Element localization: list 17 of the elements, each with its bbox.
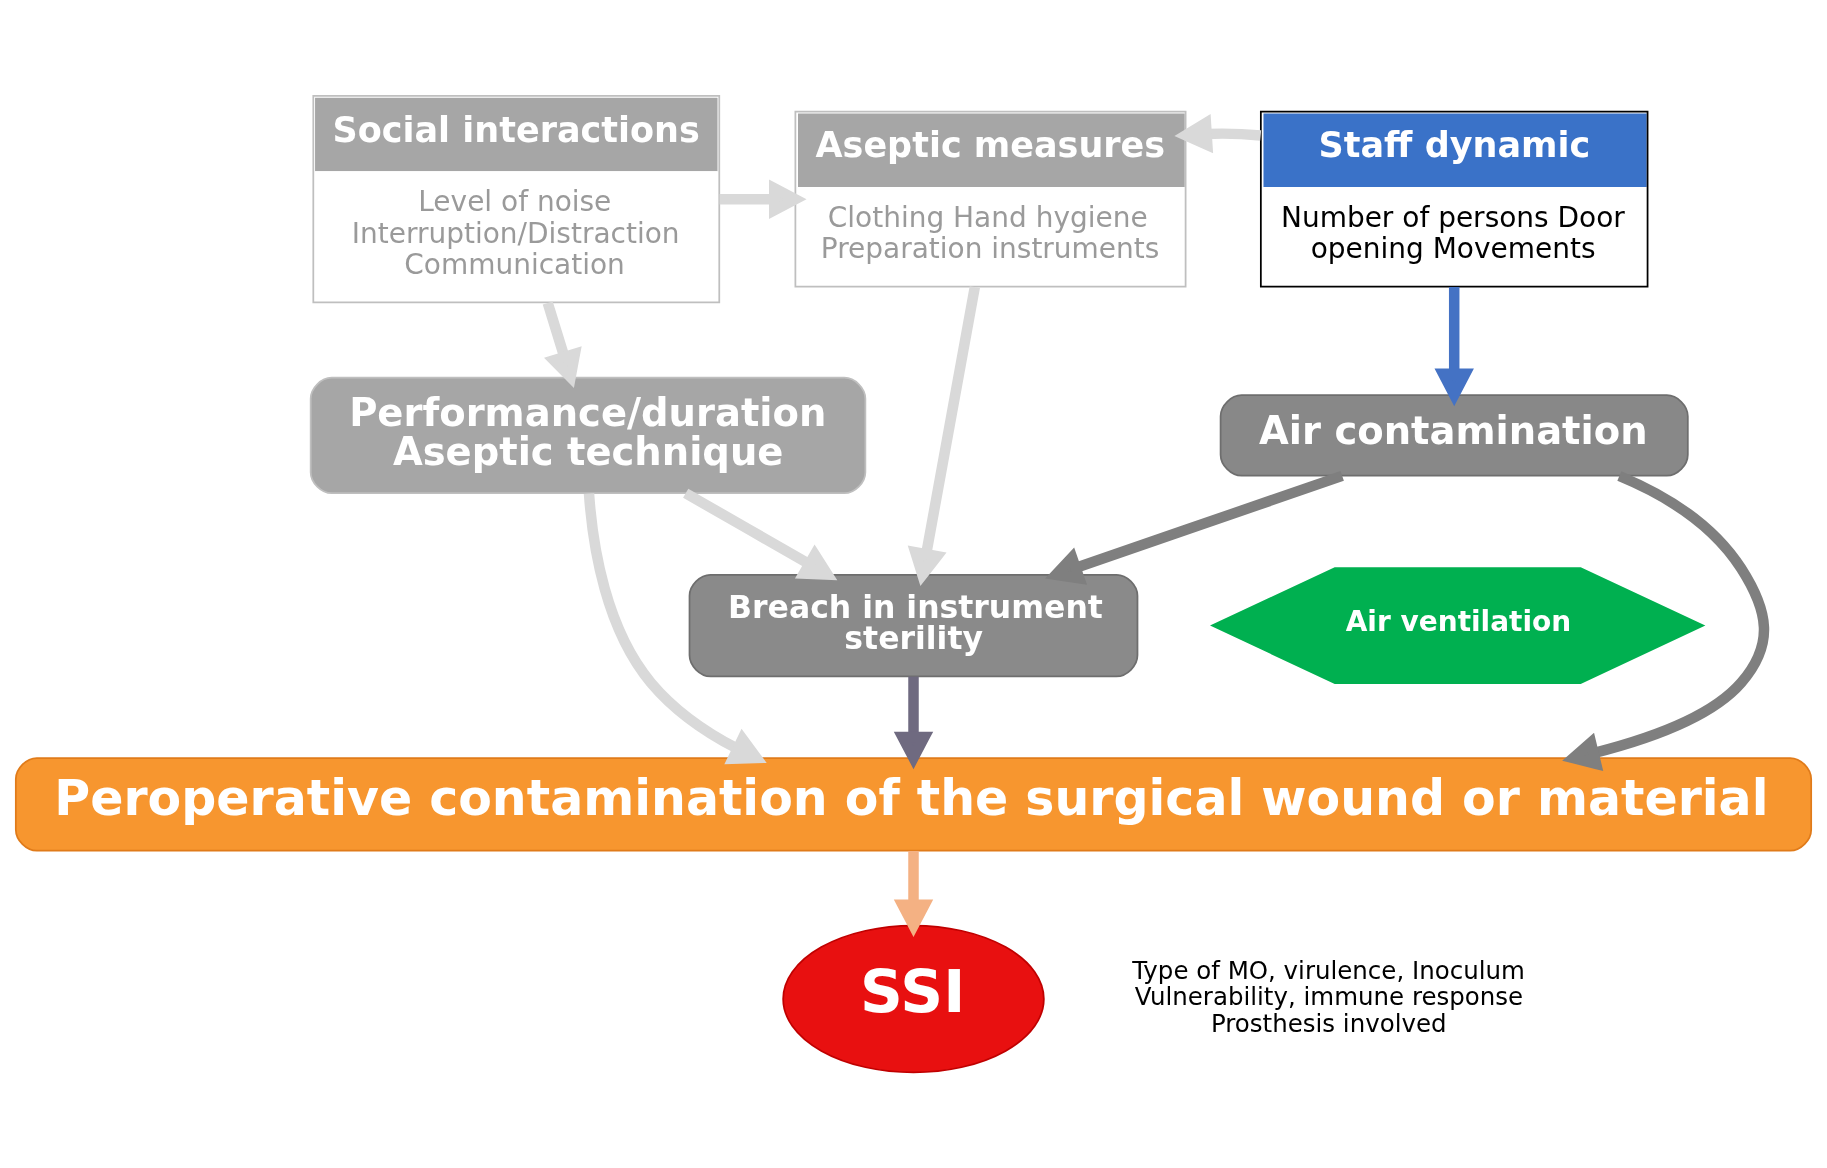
- arrow: [583, 493, 767, 765]
- node-box: Air contamination: [1219, 394, 1689, 477]
- node-box: Breach in instrument sterility: [688, 574, 1139, 678]
- arrow: [1562, 471, 1770, 772]
- node-label: Type of MO, virulence, Inoculum Vulnerability, immune response Prosthesis involved: [1132, 956, 1525, 1038]
- node-box: Peroperative contamination of the surgical wound or material: [14, 757, 1813, 852]
- arrow: [893, 850, 934, 938]
- arrow: [1434, 287, 1474, 407]
- node-ellipse: SSI: [782, 924, 1045, 1074]
- node-box: Performance/duration Aseptic technique: [309, 376, 867, 495]
- arrow: [542, 301, 582, 388]
- arrow: [683, 488, 838, 581]
- arrow: [893, 676, 934, 770]
- arrow: [719, 179, 807, 219]
- arrow: [1174, 113, 1262, 154]
- arrow: [907, 286, 980, 586]
- arrow: [1045, 470, 1344, 585]
